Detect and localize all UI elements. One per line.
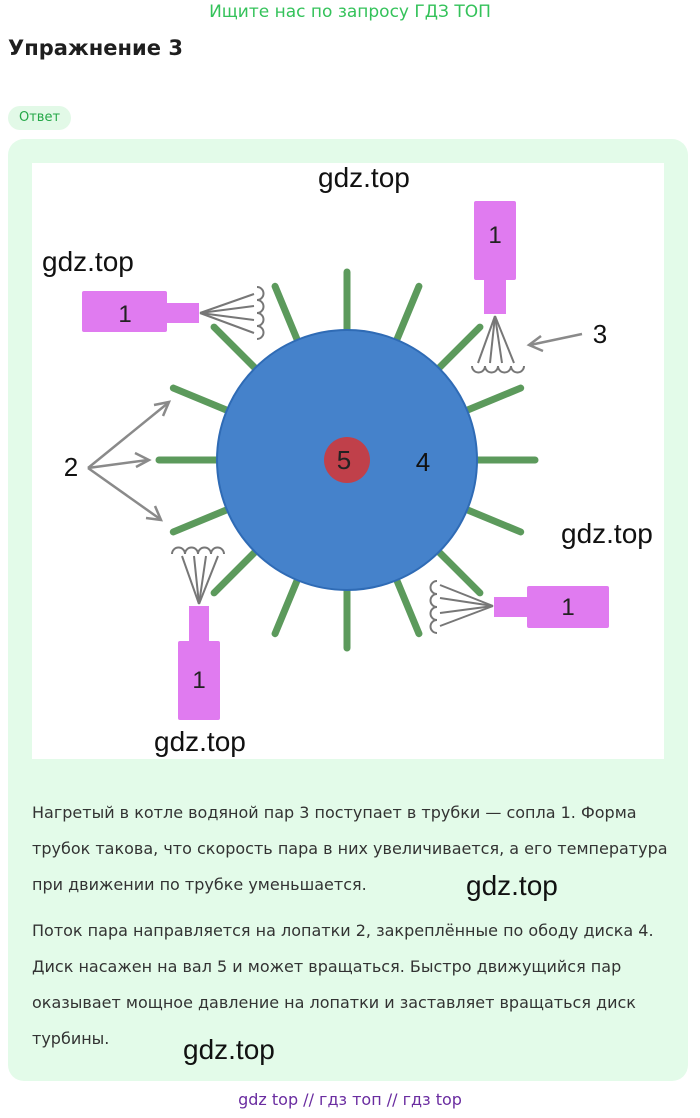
watermark: gdz.top xyxy=(183,1034,275,1065)
watermark: gdz.top xyxy=(561,518,653,549)
page-title: Упражнение 3 xyxy=(8,36,183,60)
watermark: gdz.top xyxy=(42,246,134,277)
turbine-blade xyxy=(459,384,525,416)
nozzle-label: 1 xyxy=(192,667,205,694)
turbine-blade xyxy=(271,572,303,638)
watermark: gdz.top xyxy=(318,162,410,193)
answer-paragraph-2: Поток пара направляется на лопатки 2, за… xyxy=(32,921,654,1048)
nozzle-label: 1 xyxy=(561,594,574,621)
nozzle-label: 1 xyxy=(488,222,501,249)
steam-label: 3 xyxy=(593,319,607,349)
turbine-blade xyxy=(391,282,423,348)
turbine-blade xyxy=(210,323,262,375)
turbine-blade xyxy=(169,384,235,416)
turbine-blade xyxy=(391,572,423,638)
turbine-blade xyxy=(271,282,303,348)
turbine-blades xyxy=(155,268,539,652)
nozzle-right: 1 xyxy=(429,580,609,634)
turbine-svg: 5 4 1 1 xyxy=(64,201,609,720)
nozzle-top-left: 1 xyxy=(82,286,265,340)
watermark: gdz.top xyxy=(154,726,246,757)
shaft-label: 5 xyxy=(337,445,351,475)
footer-links[interactable]: gdz top // гдз топ // гдз top xyxy=(238,1090,462,1109)
blades-label: 2 xyxy=(64,452,78,482)
answer-badge[interactable]: Ответ xyxy=(8,106,72,130)
top-banner[interactable]: Ищите нас по запросу ГДЗ ТОП xyxy=(209,2,491,22)
turbine-blade xyxy=(210,545,262,597)
watermark: gdz.top xyxy=(466,870,558,901)
nozzle-label: 1 xyxy=(118,301,131,328)
disk-label: 4 xyxy=(416,447,430,477)
answer-paragraph-1: Нагретый в котле водяной пар 3 поступает… xyxy=(32,803,668,894)
turbine-blade xyxy=(432,545,484,597)
turbine-diagram: 5 4 1 1 xyxy=(32,163,664,759)
answer-card: 5 4 1 1 xyxy=(8,139,688,1081)
blades-pointer: 2 xyxy=(64,400,172,522)
nozzle-bottom-left: 1 xyxy=(171,546,225,720)
turbine-blade xyxy=(432,323,484,375)
turbine-shaft xyxy=(324,437,370,483)
steam-pointer: 3 xyxy=(526,319,607,353)
turbine-blade xyxy=(169,504,235,536)
nozzle-top-right: 1 xyxy=(471,201,525,374)
turbine-blade xyxy=(459,504,525,536)
